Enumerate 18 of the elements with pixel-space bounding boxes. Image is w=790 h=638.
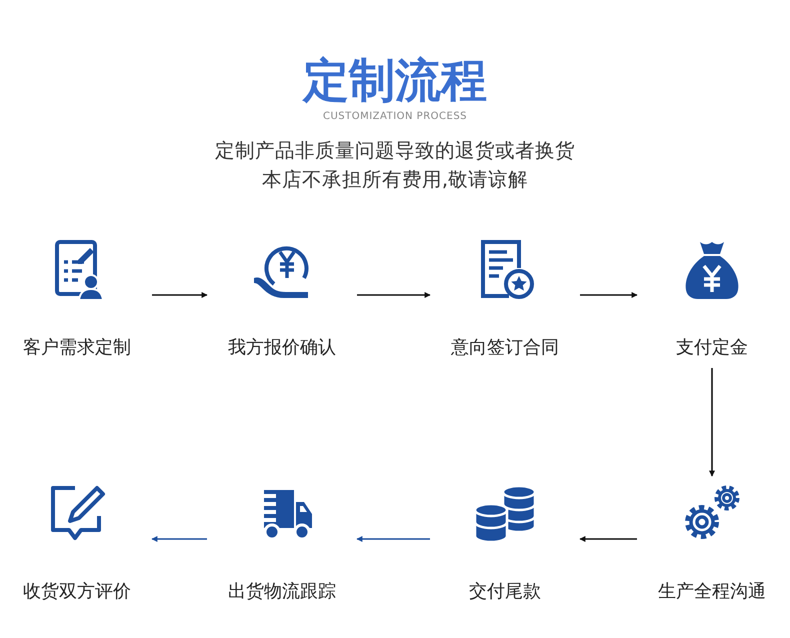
subtitle: CUSTOMIZATION PROCESS <box>322 110 468 124</box>
arrow <box>356 536 430 542</box>
notice-text: 定制产品非质量问题导致的退货或者换货本店不承担所有费用,敬请谅解 <box>214 138 576 193</box>
step-label: 客户需求定制 <box>22 336 132 360</box>
arrow <box>357 292 431 298</box>
arrow <box>152 292 208 298</box>
step-label: 我方报价确认 <box>227 336 337 360</box>
arrow <box>579 536 637 542</box>
step-label: 收货双方评价 <box>22 580 132 604</box>
arrow <box>709 368 715 477</box>
title: 定制流程 <box>301 52 488 108</box>
step-label: 交付尾款 <box>468 580 542 604</box>
step-label: 生产全程沟通 <box>657 580 767 604</box>
step-label: 意向签订合同 <box>450 336 560 360</box>
arrow <box>151 536 207 542</box>
arrow <box>580 292 638 298</box>
step-label: 出货物流跟踪 <box>227 580 337 604</box>
step-label: 支付定金 <box>675 336 749 360</box>
